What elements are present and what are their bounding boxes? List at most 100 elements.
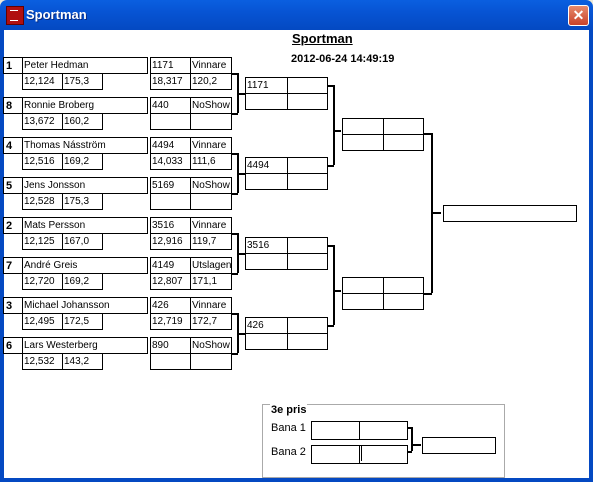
- close-button[interactable]: ✕: [568, 5, 589, 26]
- seed-number: 6: [3, 337, 23, 354]
- final-winner[interactable]: [443, 205, 577, 222]
- semi-speed[interactable]: [383, 134, 424, 151]
- round-time[interactable]: 14,033: [150, 153, 191, 170]
- semi-time[interactable]: [342, 293, 384, 310]
- driver-name[interactable]: Ronnie Broberg: [22, 97, 148, 114]
- elapsed-time[interactable]: 160,2: [62, 113, 103, 130]
- round2-time[interactable]: [245, 333, 288, 350]
- reaction-time[interactable]: 12,720: [22, 273, 63, 290]
- bracket-line: [232, 313, 238, 315]
- round2-car-number[interactable]: 3516: [245, 237, 288, 254]
- car-number[interactable]: 426: [150, 297, 191, 314]
- round-time[interactable]: 12,807: [150, 273, 191, 290]
- semi-car-number[interactable]: [342, 118, 384, 135]
- seed-number: 3: [3, 297, 23, 314]
- result-status[interactable]: Vinnare: [190, 57, 232, 74]
- result-status[interactable]: Vinnare: [190, 137, 232, 154]
- driver-name[interactable]: Jens Jonsson: [22, 177, 148, 194]
- elapsed-time[interactable]: 172,5: [62, 313, 103, 330]
- page-title: Sportman: [292, 31, 353, 46]
- round-time[interactable]: 12,719: [150, 313, 191, 330]
- car-number[interactable]: 890: [150, 337, 191, 354]
- round-time[interactable]: [150, 113, 191, 130]
- semi-speed[interactable]: [383, 293, 424, 310]
- semi-time[interactable]: [342, 134, 384, 151]
- driver-name[interactable]: Peter Hedman: [22, 57, 148, 74]
- round-time[interactable]: 18,317: [150, 73, 191, 90]
- round2-car-number[interactable]: 426: [245, 317, 288, 334]
- elapsed-time[interactable]: 175,3: [62, 193, 103, 210]
- round-speed[interactable]: 171,1: [190, 273, 232, 290]
- driver-name[interactable]: Mats Persson: [22, 217, 148, 234]
- reaction-time[interactable]: 13,672: [22, 113, 63, 130]
- round-speed[interactable]: [190, 353, 232, 370]
- round2-result[interactable]: [287, 77, 328, 94]
- round2-speed[interactable]: [287, 173, 328, 190]
- bracket-line: [411, 444, 421, 446]
- third-lane1-result[interactable]: [359, 421, 408, 440]
- round2-time[interactable]: [245, 93, 288, 110]
- result-status[interactable]: Vinnare: [190, 297, 232, 314]
- car-number[interactable]: 1171: [150, 57, 191, 74]
- car-number[interactable]: 4149: [150, 257, 191, 274]
- result-status[interactable]: NoShow: [190, 177, 232, 194]
- semi-car-number[interactable]: [342, 277, 384, 294]
- round-speed[interactable]: [190, 193, 232, 210]
- driver-name[interactable]: Lars Westerberg: [22, 337, 148, 354]
- result-status[interactable]: NoShow: [190, 337, 232, 354]
- reaction-time[interactable]: 12,125: [22, 233, 63, 250]
- elapsed-time[interactable]: 169,2: [62, 273, 103, 290]
- third-place-winner[interactable]: [422, 437, 496, 454]
- bracket-line: [232, 353, 238, 355]
- round-speed[interactable]: [190, 113, 232, 130]
- reaction-time[interactable]: 12,495: [22, 313, 63, 330]
- elapsed-time[interactable]: 169,2: [62, 153, 103, 170]
- round-speed[interactable]: 172,7: [190, 313, 232, 330]
- elapsed-time[interactable]: 167,0: [62, 233, 103, 250]
- car-number[interactable]: 440: [150, 97, 191, 114]
- round-speed[interactable]: 119,7: [190, 233, 232, 250]
- round-speed[interactable]: 120,2: [190, 73, 232, 90]
- elapsed-time[interactable]: 175,3: [62, 73, 103, 90]
- seed-number: 1: [3, 57, 23, 74]
- round2-result[interactable]: [287, 237, 328, 254]
- third-lane2-result[interactable]: [359, 445, 408, 464]
- reaction-time[interactable]: 12,532: [22, 353, 63, 370]
- round2-speed[interactable]: [287, 93, 328, 110]
- app-icon: [6, 6, 24, 25]
- bracket-line: [328, 85, 334, 87]
- event-datetime: 2012-06-24 14:49:19: [291, 53, 395, 65]
- round-time[interactable]: [150, 193, 191, 210]
- round-speed[interactable]: 111,6: [190, 153, 232, 170]
- car-number[interactable]: 5169: [150, 177, 191, 194]
- round2-result[interactable]: [287, 317, 328, 334]
- round-time[interactable]: 12,916: [150, 233, 191, 250]
- driver-name[interactable]: André Greis: [22, 257, 148, 274]
- car-number[interactable]: 3516: [150, 217, 191, 234]
- driver-name[interactable]: Thomas Násström: [22, 137, 148, 154]
- result-status[interactable]: Vinnare: [190, 217, 232, 234]
- round2-speed[interactable]: [287, 253, 328, 270]
- round2-car-number[interactable]: 4494: [245, 157, 288, 174]
- bracket-line: [237, 253, 245, 255]
- semi-result[interactable]: [383, 118, 424, 135]
- window-frame-right: [589, 30, 593, 482]
- round2-car-number[interactable]: 1171: [245, 77, 288, 94]
- result-status[interactable]: Utslagen: [190, 257, 232, 274]
- reaction-time[interactable]: 12,528: [22, 193, 63, 210]
- result-status[interactable]: NoShow: [190, 97, 232, 114]
- car-number[interactable]: 4494: [150, 137, 191, 154]
- round2-speed[interactable]: [287, 333, 328, 350]
- bracket-line: [232, 153, 238, 155]
- bracket-line: [411, 427, 413, 451]
- round-time[interactable]: [150, 353, 191, 370]
- semi-result[interactable]: [383, 277, 424, 294]
- round2-time[interactable]: [245, 253, 288, 270]
- driver-name[interactable]: Michael Johansson: [22, 297, 148, 314]
- reaction-time[interactable]: 12,516: [22, 153, 63, 170]
- round2-result[interactable]: [287, 157, 328, 174]
- bracket-line: [424, 293, 432, 295]
- round2-time[interactable]: [245, 173, 288, 190]
- elapsed-time[interactable]: 143,2: [62, 353, 103, 370]
- reaction-time[interactable]: 12,124: [22, 73, 63, 90]
